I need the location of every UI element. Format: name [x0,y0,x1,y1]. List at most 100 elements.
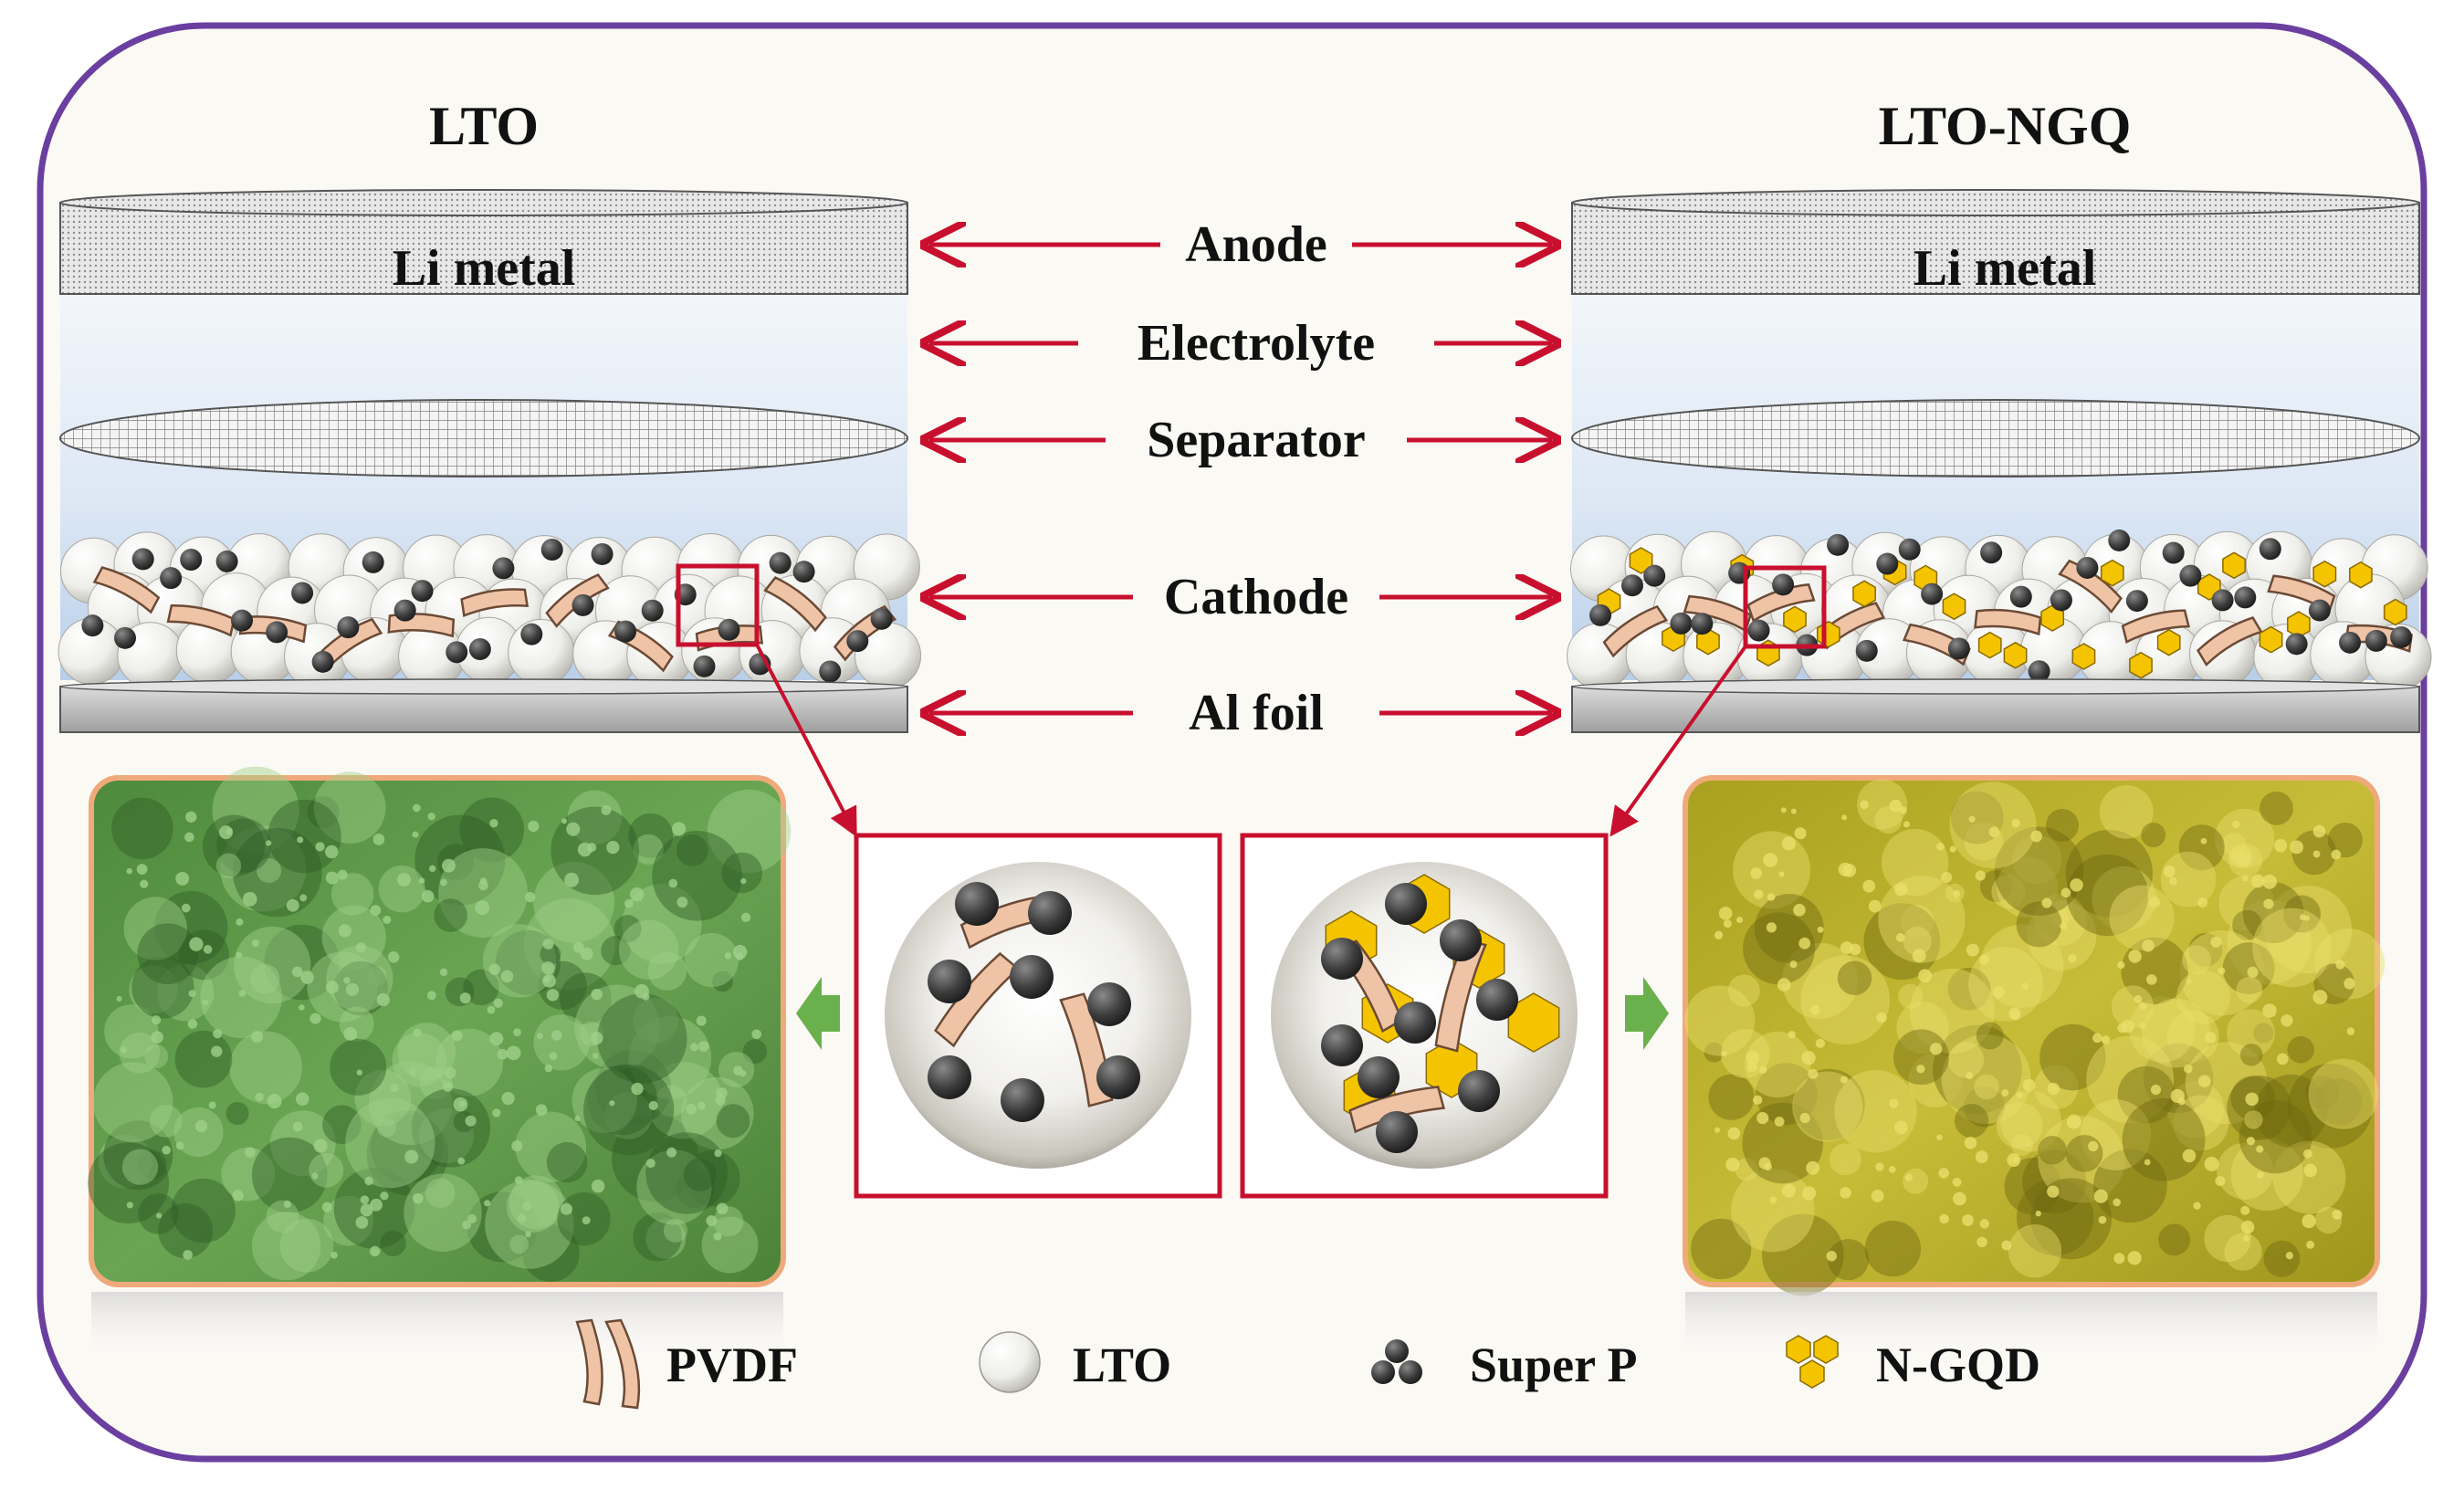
sem-grain [1704,1042,1725,1063]
right-zoom-box [1240,833,1609,1199]
sem-nodule [1875,1162,1884,1171]
sem-grain [2260,791,2293,825]
left-al-foil [59,678,908,733]
sem-nodule [1876,1012,1887,1023]
legend-ngqd-hex [1786,1335,1811,1364]
pvdf-binder [1746,582,1816,623]
sem-grain [2038,1116,2125,1203]
sem-grain [435,1028,503,1097]
left-anode-label: Li metal [393,240,576,297]
sem-grain [655,1085,687,1117]
sem-nodule [152,1015,162,1025]
sem-grain [368,1061,453,1146]
sem-grain [2305,1076,2340,1109]
sem-nodule [1888,1166,1896,1173]
sem-nodule [2246,1137,2256,1146]
ngqd-particle [1977,631,2002,659]
sem-nodule [1899,806,1907,814]
superp-particle [492,557,515,580]
sem-nodule [2186,978,2192,984]
sem-nodule [194,1119,208,1133]
sem-nodule [713,1232,722,1241]
zoom-superp-particle [928,1055,971,1099]
sem-grain [1896,1001,1949,1055]
sem-nodule [2231,854,2239,861]
ngqd-particle [2071,643,2096,670]
sem-nodule [1788,1031,1796,1039]
sem-nodule [590,1031,603,1045]
sem-grain [1996,1102,2043,1149]
sem-nodule [1815,1038,1825,1048]
legend-pvdf-icon [575,1318,641,1410]
sem-nodule [2240,1205,2250,1215]
sem-grain [2244,1110,2263,1129]
sem-grain [2099,784,2154,839]
sem-grain [463,969,499,1006]
legend-lto-icon [979,1331,1041,1393]
ngqd-particle [1816,620,1840,648]
sem-nodule [2022,1078,2036,1092]
superp-particle [2028,660,2050,683]
sem-nodule [2301,1213,2316,1229]
sem-nodule [1975,870,1986,881]
sem-grain [546,1141,588,1183]
sem-nodule [315,842,325,852]
sem-grain [712,971,733,992]
zoom-superp-particle [1087,982,1131,1026]
sem-grain [707,789,792,874]
sem-nodule [2016,1091,2023,1098]
sem-nodule [1964,1137,1977,1149]
sem-grain [1708,1074,1755,1120]
sem-grain [2122,1097,2206,1181]
superp-particle [114,626,137,649]
sem-nodule [2183,1064,2193,1074]
sem-nodule [2068,953,2077,963]
sem-nodule [1895,933,1905,942]
sem-nodule [2008,1007,2021,1020]
ngqd-particle [2222,551,2246,580]
sem-nodule [546,989,560,1002]
sem-nodule [666,1147,677,1158]
sem-grain [2227,899,2312,985]
sem-nodule [126,1201,133,1209]
right-sem-image [1683,775,2385,1365]
sem-nodule [325,871,339,885]
ngqd-particle [2003,641,2028,669]
sem-nodule [459,992,471,1004]
sem-nodule [542,938,554,950]
sem-nodule [2117,960,2125,970]
sem-nodule [1953,889,1961,898]
sem-nodule [376,992,390,1007]
sem-grain [482,924,557,998]
sem-grain [131,956,194,1019]
ngqd-particle [1942,593,1966,621]
sem-nodule [116,995,122,1002]
sem-nodule [484,1200,491,1207]
superp-particle [2179,564,2202,587]
sem-grain [380,1230,406,1257]
sem-grain [123,897,187,960]
sem-nodule [126,867,132,875]
sem-nodule [2335,960,2345,970]
sem-grain [257,858,282,884]
sem-grain [333,960,389,1016]
sem-nodule [465,1115,477,1127]
sem-grain [716,1104,750,1138]
superp-particle [693,655,716,677]
superp-particle [2125,590,2148,613]
sem-grain [2026,900,2097,971]
sem-grain [2242,882,2304,944]
ngqd-particle [2259,625,2283,654]
sem-grain [392,1032,447,1087]
legend-ngqd-hex [1799,1359,1825,1389]
sem-nodule [1769,1196,1777,1204]
sem-nodule [1992,986,2005,999]
sem-nodule [1860,800,1870,810]
superp-particle [2339,631,2362,654]
sem-nodule [506,1045,521,1061]
sem-nodule [2262,874,2278,889]
sem-grain [1745,1031,1811,1098]
sem-grain [2141,998,2211,1068]
sem-nodule [187,1019,198,1029]
